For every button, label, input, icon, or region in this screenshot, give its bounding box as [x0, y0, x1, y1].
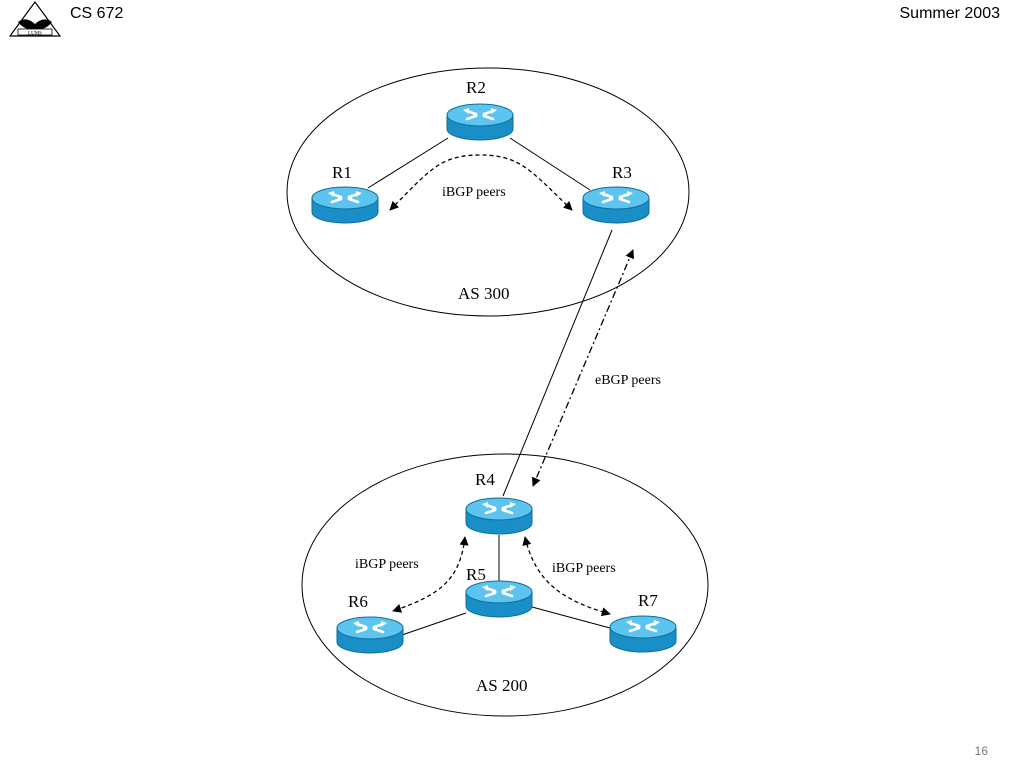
- router-r2-label: R2: [466, 78, 486, 97]
- router-r5-icon: [464, 579, 534, 619]
- link-r2-r3: [509, 137, 591, 191]
- as300-label: AS 300: [458, 284, 509, 303]
- page-number: 16: [974, 744, 988, 758]
- as300-boundary: [286, 67, 690, 317]
- router-r1-label: R1: [332, 163, 352, 182]
- ibgp-session-r4-r6: [392, 536, 469, 613]
- ibgp-bottom-right-label: iBGP peers: [552, 561, 616, 576]
- link-r5-r7: [531, 606, 611, 629]
- router-r6-label: R6: [348, 592, 368, 611]
- link-r3-r4: [502, 229, 613, 497]
- ibgp-top-label: iBGP peers: [442, 185, 506, 200]
- ibgp-session-r4-r7: [522, 536, 611, 617]
- lums-logo: LUMS: [8, 0, 62, 37]
- ebgp-session-r3-r4: [532, 249, 634, 487]
- router-r7-label: R7: [638, 591, 658, 610]
- router-r5-label: R5: [466, 565, 486, 584]
- router-r6-icon: [335, 615, 405, 655]
- link-r5-r6: [401, 612, 467, 636]
- as200-label: AS 200: [476, 676, 527, 695]
- as200-boundary: [301, 453, 709, 717]
- router-r4-icon: [464, 496, 534, 536]
- router-r3-icon: [581, 185, 651, 225]
- ibgp-session-r1-r3: [389, 154, 573, 211]
- course-title: CS 672: [70, 5, 124, 22]
- router-r2-icon: [445, 102, 515, 142]
- router-r4-label: R4: [475, 470, 495, 489]
- logo-text: LUMS: [28, 31, 42, 36]
- link-r1-r2: [367, 137, 449, 189]
- ibgp-bottom-left-label: iBGP peers: [355, 557, 419, 572]
- router-r7-icon: [608, 614, 678, 654]
- ebgp-label: eBGP peers: [595, 373, 661, 388]
- router-r3-label: R3: [612, 163, 632, 182]
- term-label: Summer 2003: [899, 5, 1001, 22]
- router-r1-icon: [310, 185, 380, 225]
